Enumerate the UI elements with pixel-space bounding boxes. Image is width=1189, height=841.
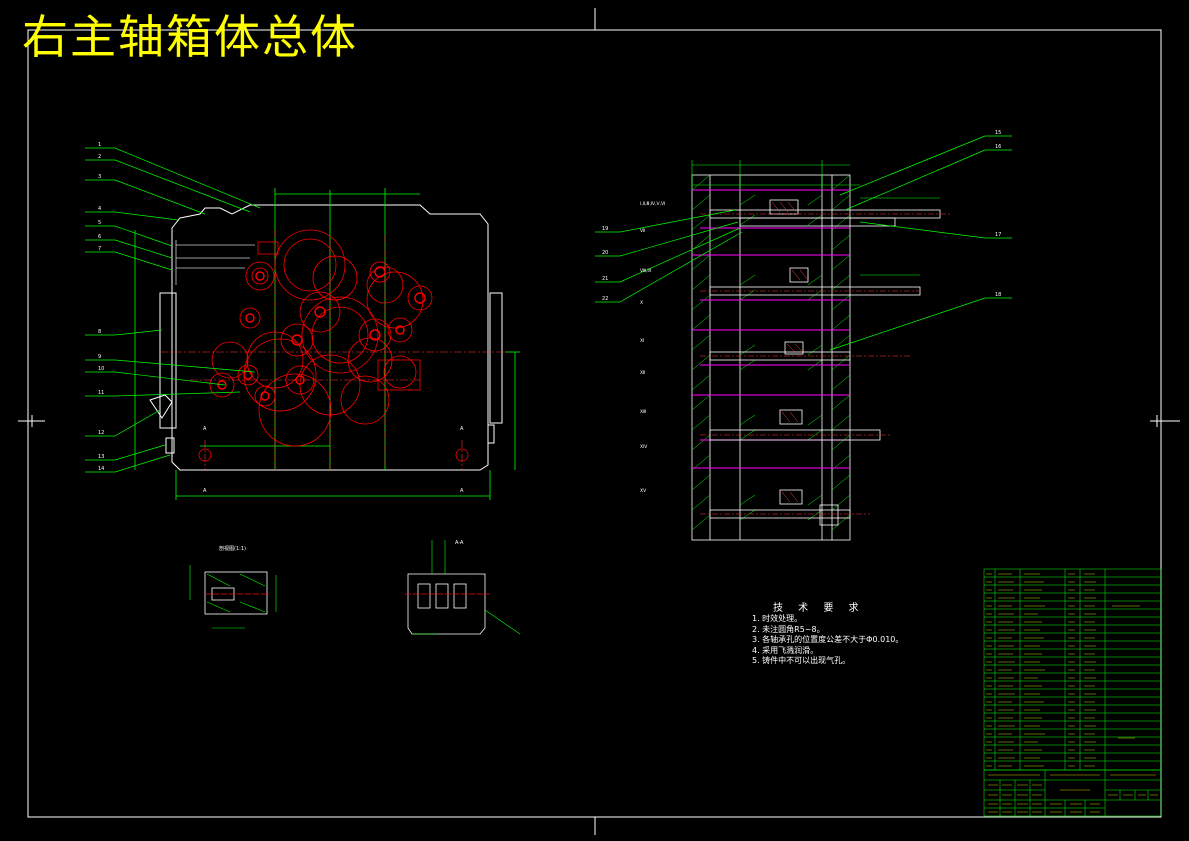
section-a-title: A-A	[455, 540, 464, 546]
section-label-a-3: A	[460, 426, 464, 432]
callout-3: 3	[98, 174, 101, 180]
drawing-title: 右主轴箱体总体	[22, 10, 358, 64]
shafts	[709, 199, 941, 526]
shaft-label-9: ⅩⅤ	[640, 488, 647, 494]
shaft-roman-labels: Ⅰ,Ⅱ,Ⅲ,Ⅳ,Ⅴ,Ⅵ Ⅶ Ⅷ,Ⅸ Ⅹ Ⅺ Ⅻ ⅩⅢ ⅩⅣ ⅩⅤ	[640, 201, 665, 494]
callout-4: 4	[98, 206, 101, 212]
callout-11: 11	[98, 390, 104, 396]
callout-6: 6	[98, 234, 101, 240]
leaders-right	[595, 135, 1012, 351]
unfolded-section-view	[691, 174, 851, 541]
parts-list-fill	[986, 573, 1140, 767]
shaft-label-8: ⅩⅣ	[640, 444, 648, 450]
drawing-frame	[18, 8, 1180, 835]
right-dimensions	[691, 160, 940, 276]
callout-15: 15	[995, 130, 1001, 136]
callout-22: 22	[602, 296, 608, 302]
callout-18: 18	[995, 292, 1001, 298]
technical-requirements-list: 1. 时效处理。 2. 未注圆角R5~8。 3. 各轴承孔的位置度公差不大于Φ0…	[752, 614, 903, 667]
main-view-outline	[149, 204, 503, 471]
shaft-label-5: Ⅺ	[640, 338, 644, 344]
section-view-right	[405, 540, 521, 635]
callout-5: 5	[98, 220, 101, 226]
callout-1: 1	[98, 142, 101, 148]
callout-labels-right: 19 20 21 22 15 16 17 18	[602, 130, 1001, 302]
shaft-label-6: Ⅻ	[640, 370, 645, 376]
callout-12: 12	[98, 430, 104, 436]
shaft-label-2: Ⅶ	[640, 228, 645, 234]
section-markers: A A A A	[203, 426, 464, 494]
section-left-title: 剖视图(1:1)	[219, 545, 246, 552]
gear-train	[198, 229, 469, 462]
title-block-fill	[988, 774, 1158, 813]
leaders-left	[85, 147, 261, 473]
callout-13: 13	[98, 454, 104, 460]
title-block	[983, 769, 1162, 817]
shaft-label-1: Ⅰ,Ⅱ,Ⅲ,Ⅳ,Ⅴ,Ⅵ	[640, 201, 665, 207]
callout-9: 9	[98, 354, 101, 360]
callout-16: 16	[995, 144, 1001, 150]
callout-17: 17	[995, 232, 1001, 238]
shaft-label-3: Ⅷ,Ⅸ	[640, 268, 652, 274]
shaft-label-7: ⅩⅢ	[640, 409, 646, 415]
technical-requirement-item: 1. 时效处理。	[752, 614, 803, 623]
callout-8: 8	[98, 329, 101, 335]
section-label-a-4: A	[460, 488, 464, 494]
gear-bores	[217, 266, 426, 401]
technical-requirement-item: 4. 采用飞溅润滑。	[752, 645, 819, 655]
callout-20: 20	[602, 250, 608, 256]
callout-7: 7	[98, 246, 101, 252]
oil-pipes	[175, 240, 255, 285]
callout-19: 19	[602, 226, 608, 232]
shaft-centerlines	[700, 213, 950, 515]
technical-requirement-item: 5. 铸件中不可以出现气孔。	[752, 656, 851, 665]
callout-14: 14	[98, 466, 104, 472]
shaft-label-4: Ⅹ	[640, 300, 643, 306]
section-label-a-1: A	[203, 426, 207, 432]
section-view-left	[189, 565, 277, 629]
parts-list-table	[983, 568, 1162, 771]
leader-callout-labels-left: 1 2 3 4 5 6 7 8 9 10 11 12 13 14	[98, 142, 104, 472]
callout-21: 21	[602, 276, 608, 282]
technical-requirement-item: 2. 未注圆角R5~8。	[752, 624, 825, 634]
callout-10: 10	[98, 366, 104, 372]
shaft-dividers	[692, 189, 850, 469]
technical-requirements-heading: 技 术 要 求	[773, 603, 865, 614]
technical-requirement-item: 3. 各轴承孔的位置度公差不大于Φ0.010。	[752, 635, 904, 644]
callout-2: 2	[98, 154, 101, 160]
gear-hatching-right	[771, 201, 809, 503]
section-label-a-2: A	[203, 488, 207, 494]
centerlines	[160, 230, 510, 470]
